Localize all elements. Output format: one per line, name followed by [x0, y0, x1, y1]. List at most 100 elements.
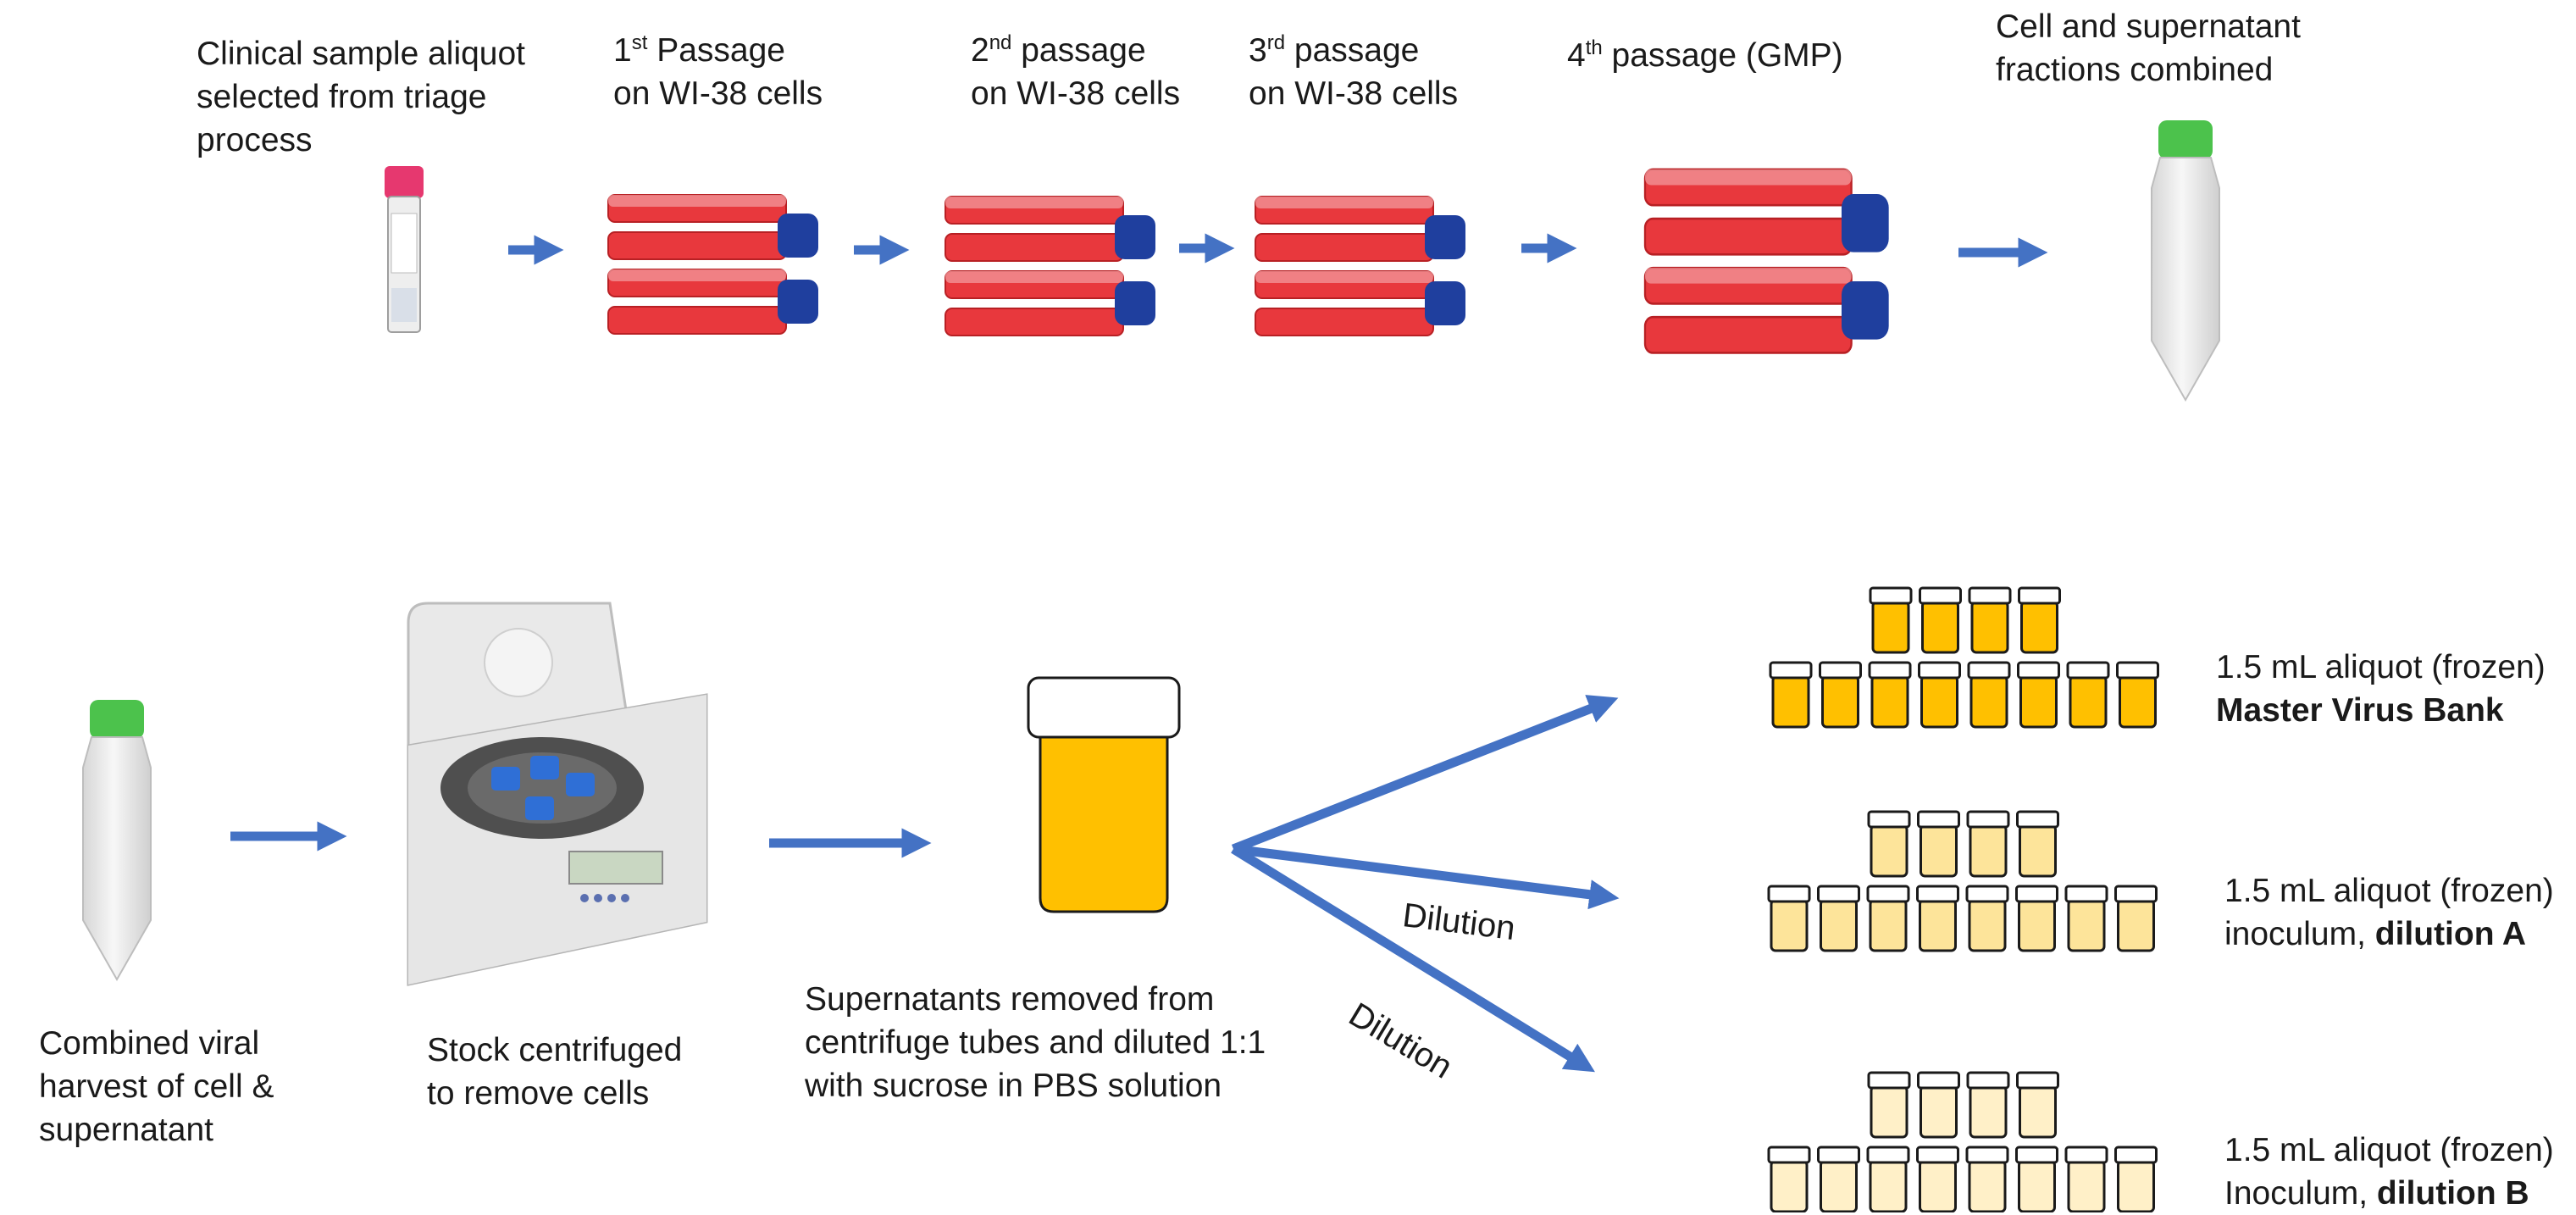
- vial-cap-icon: [2064, 885, 2108, 903]
- vial-cap-icon: [1919, 586, 1962, 605]
- vial-cap-icon: [1866, 885, 1910, 903]
- vial-cap-icon: [1916, 1146, 1959, 1164]
- dilution-b-label: 1.5 mL aliquot (frozen) Inoculum, diluti…: [2224, 1132, 2554, 1212]
- conical-tube-bottom-icon: [82, 699, 152, 980]
- vial-cap-icon: [2114, 885, 2158, 903]
- vial-cap-icon: [1966, 810, 2010, 829]
- centrifuge-icon: [407, 602, 708, 986]
- vial-cap-icon: [2064, 1146, 2108, 1164]
- vial-icon: [2019, 1085, 2057, 1139]
- clinical-sample-label: Clinical sample aliquot selected from tr…: [197, 36, 526, 158]
- arrow-to-dilution-b: [1231, 845, 1595, 1073]
- vial-icon: [1970, 600, 2009, 654]
- vial-icon: [2019, 824, 2057, 878]
- vial-icon: [1968, 898, 2007, 952]
- vial-icon: [2018, 1159, 2056, 1212]
- vial-group-master-bank: [1769, 586, 2159, 729]
- vial-icon: [2067, 898, 2106, 952]
- vial-cap-icon: [1965, 1146, 2009, 1164]
- vial-cap-icon: [1817, 1146, 1860, 1164]
- vial-cap-icon: [1866, 1146, 1910, 1164]
- passage-3-label: 3rd passage on WI-38 cells: [1249, 31, 1459, 112]
- vial-cap-icon: [1868, 661, 1912, 680]
- centrifuge-label: Stock centrifuged to remove cells: [427, 1032, 683, 1112]
- vial-cap-icon: [2017, 661, 2060, 680]
- vial-cap-icon: [2116, 661, 2159, 680]
- passage-4-label: 4th passage (GMP): [1567, 36, 1843, 74]
- vial-icon: [1820, 1159, 1858, 1212]
- vial-cap-icon: [1767, 1146, 1811, 1164]
- vial-icon: [1770, 1159, 1809, 1212]
- vial-icon: [1869, 898, 1908, 952]
- vial-cap-icon: [1769, 661, 1813, 680]
- vial-cap-icon: [1916, 885, 1959, 903]
- vial-cap-icon: [2018, 586, 2061, 605]
- master-bank-label: 1.5 mL aliquot (frozen) Master Virus Ban…: [2216, 649, 2546, 729]
- vial-icon: [1869, 1159, 1908, 1212]
- vial-icon: [2119, 674, 2157, 729]
- sample-tube-icon: [385, 166, 424, 333]
- dilution-a-label: 1.5 mL aliquot (frozen) inoculum, diluti…: [2224, 873, 2554, 952]
- vial-cap-icon: [2015, 885, 2058, 903]
- vial-icon: [2020, 600, 2058, 654]
- vial-group-dilution-b: [1767, 1071, 2158, 1212]
- arrow-to-master-bank: [1231, 695, 1619, 854]
- vial-cap-icon: [1819, 661, 1862, 680]
- vial-group-dilution-a: [1767, 810, 2158, 952]
- vial-icon: [1870, 674, 1909, 729]
- vial-icon: [1969, 1085, 2008, 1139]
- vial-cap-icon: [1966, 1071, 2010, 1090]
- supernatant-container-icon: [1027, 676, 1181, 913]
- flask-stack-passage-2-icon: [945, 196, 1156, 336]
- vial-icon: [1770, 898, 1809, 952]
- vial-icon: [1919, 898, 1957, 952]
- vial-cap-icon: [2016, 1071, 2059, 1090]
- vial-cap-icon: [1869, 586, 1913, 605]
- vial-icon: [1870, 1085, 1908, 1139]
- vial-icon: [2019, 674, 2058, 729]
- vial-icon: [1871, 600, 1910, 654]
- vial-cap-icon: [1917, 1071, 1960, 1090]
- arrow-to-dilution-a: [1233, 844, 1620, 910]
- conical-tube-top-icon: [2151, 119, 2220, 401]
- vial-cap-icon: [2066, 661, 2110, 680]
- vial-icon: [1968, 1159, 2007, 1212]
- vial-icon: [2069, 674, 2108, 729]
- vial-cap-icon: [1867, 1071, 1911, 1090]
- vial-cap-icon: [2015, 1146, 2058, 1164]
- vial-cap-icon: [1767, 885, 1811, 903]
- vial-icon: [1820, 898, 1858, 952]
- vial-icon: [1920, 824, 1958, 878]
- vial-cap-icon: [1917, 810, 1960, 829]
- vial-icon: [1771, 674, 1810, 729]
- supernatant-label: Supernatants removed from centrifuge tub…: [805, 981, 1266, 1104]
- vial-icon: [1821, 674, 1859, 729]
- flask-stack-passage-1-icon: [607, 194, 819, 335]
- vial-cap-icon: [2016, 810, 2059, 829]
- vial-icon: [2018, 898, 2056, 952]
- viral-harvest-label: Combined viral harvest of cell & superna…: [39, 1025, 274, 1148]
- vial-cap-icon: [1918, 661, 1961, 680]
- vial-icon: [1919, 1159, 1957, 1212]
- vial-icon: [1870, 824, 1908, 878]
- vial-icon: [2117, 1159, 2155, 1212]
- passage-1-label: 1st Passage on WI-38 cells: [613, 31, 823, 112]
- vial-cap-icon: [1965, 885, 2009, 903]
- vial-icon: [1920, 674, 1958, 729]
- passage-2-label: 2nd passage on WI-38 cells: [971, 31, 1181, 112]
- vial-icon: [1920, 1085, 1958, 1139]
- vial-icon: [2117, 898, 2155, 952]
- vial-icon: [1969, 824, 2008, 878]
- combined-fractions-label: Cell and supernatant fractions combined: [1996, 8, 2301, 88]
- vial-icon: [1969, 674, 2008, 729]
- vial-cap-icon: [1968, 586, 2012, 605]
- vial-cap-icon: [2114, 1146, 2158, 1164]
- flask-stack-passage-4-icon: [1643, 168, 1890, 354]
- vial-icon: [2067, 1159, 2106, 1212]
- flask-stack-passage-3-icon: [1255, 196, 1466, 336]
- vial-cap-icon: [1967, 661, 2011, 680]
- vial-icon: [1921, 600, 1959, 654]
- vial-cap-icon: [1817, 885, 1860, 903]
- vial-cap-icon: [1867, 810, 1911, 829]
